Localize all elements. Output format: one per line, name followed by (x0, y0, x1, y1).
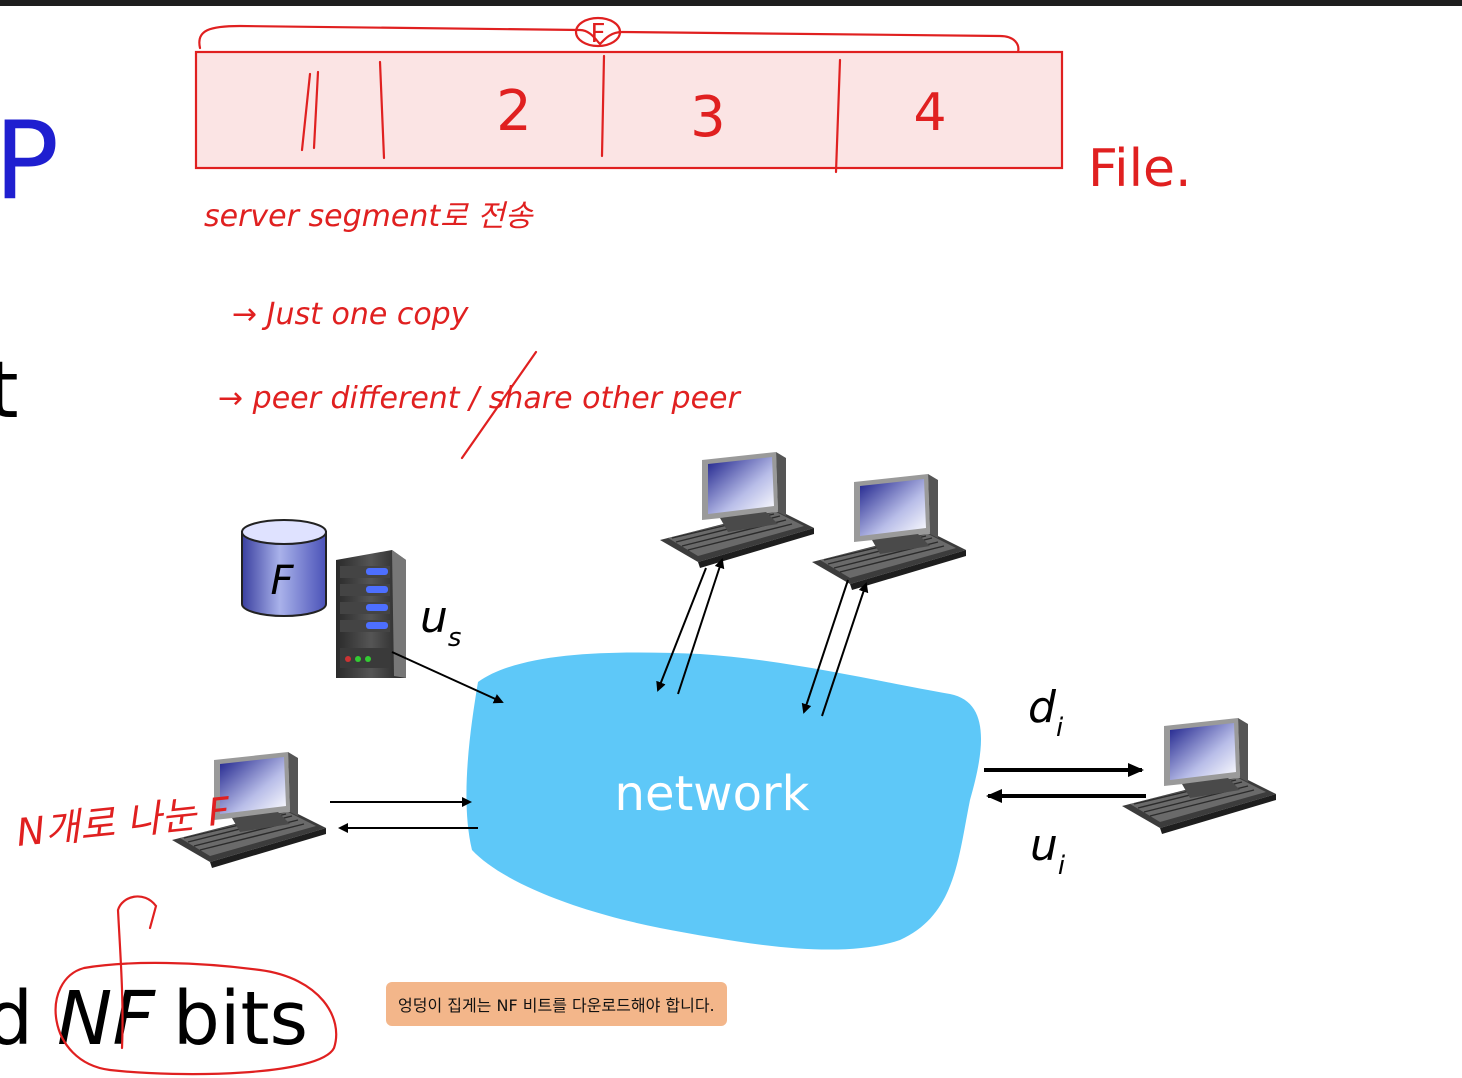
segment-one-stroke (300, 70, 320, 152)
file-segment-bar (194, 50, 1064, 170)
network-cloud (466, 652, 982, 950)
note-peer-share: → peer different / share other peer (218, 381, 742, 416)
server-rate-main: u (420, 592, 448, 643)
bottom-circle (54, 961, 338, 1076)
peer-computer-top-right-icon (811, 473, 967, 591)
slide-title-fragment: P (0, 99, 60, 224)
arrow-up-peer-2 (821, 582, 869, 717)
file-label: File. (1088, 139, 1192, 199)
top-bar (0, 0, 1462, 6)
slash-stroke (460, 350, 538, 460)
file-brace (198, 24, 1020, 54)
server-file-label: F (270, 558, 294, 604)
handwritten-annotations (54, 16, 1064, 1076)
network-label: network (615, 766, 810, 822)
bottom-nf: NF (56, 976, 155, 1062)
bottom-hook (116, 895, 158, 1050)
tooltip-text: 엉덩이 집게는 NF 비트를 다운로드해야 합니다. (398, 996, 715, 1015)
segment-label-3: 3 (690, 85, 726, 150)
file-cylinder-icon (241, 519, 327, 617)
upload-rate-label: ui (1030, 820, 1066, 881)
server-segment-note: server segment로 전송 (204, 199, 534, 234)
segment-label-4: 4 (913, 83, 946, 143)
bottom-suffix: bits (172, 976, 309, 1062)
download-rate-main: d (1028, 682, 1057, 733)
translation-tooltip: 엉덩이 집게는 NF 비트를 다운로드해야 합니다. (386, 982, 727, 1026)
server-tower-icon (336, 550, 406, 678)
bottom-prefix: d (0, 976, 33, 1062)
brace-circle (574, 16, 622, 48)
segment-label-2: 2 (496, 79, 532, 144)
server-rate-sub: s (448, 623, 462, 653)
arrow-down-peer-2 (801, 579, 849, 714)
peer-computer-right-icon (1121, 717, 1277, 835)
brace-label: F (591, 19, 606, 49)
slide-bullet-fragment: t (0, 346, 19, 436)
server-upload-rate-label: us (420, 592, 461, 653)
arrow-up-peer-1 (677, 558, 725, 695)
arrow-down-peer-1 (656, 567, 707, 692)
upload-rate-main: u (1030, 820, 1058, 871)
peer-computer-top-left-icon (659, 451, 815, 569)
segment-dividers (378, 54, 842, 174)
upload-rate-sub: i (1058, 851, 1066, 881)
note-just-one-copy: → Just one copy (232, 297, 470, 332)
download-rate-sub: i (1056, 713, 1064, 743)
server-to-network-arrow (391, 651, 504, 704)
download-rate-label: di (1028, 682, 1064, 743)
